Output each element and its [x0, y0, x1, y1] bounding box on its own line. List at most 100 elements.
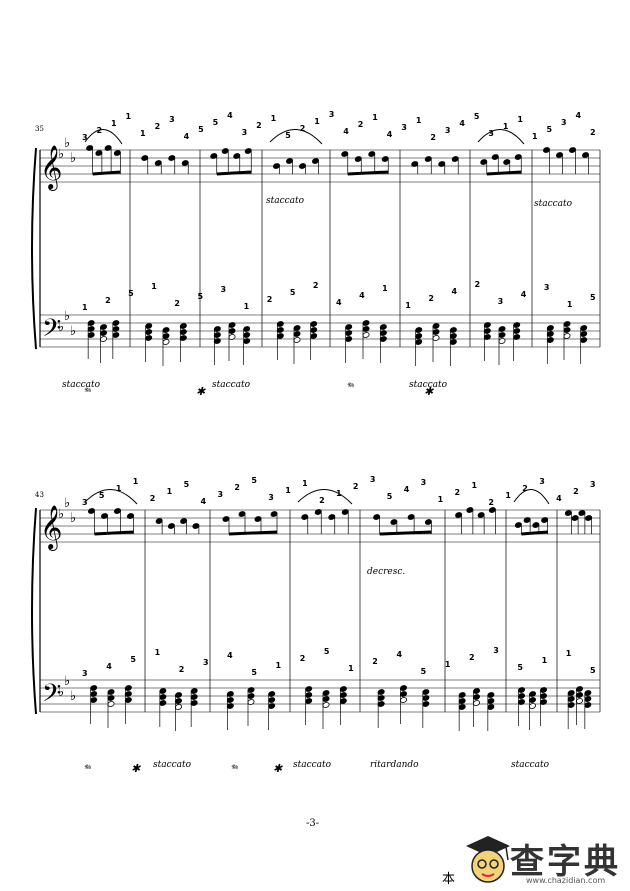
note-head	[555, 152, 564, 158]
note-head	[424, 519, 432, 525]
note-head	[167, 523, 175, 529]
fingering-number: 4	[459, 119, 465, 128]
note-head	[564, 510, 572, 516]
fingering-number: 3	[217, 490, 223, 499]
note-head	[581, 152, 590, 158]
fingering-number: 3	[539, 477, 545, 486]
fingering-number: 3	[203, 658, 209, 667]
fingering-number: 5	[285, 131, 291, 140]
expression-staccato: staccato	[153, 760, 192, 770]
fingering-number: 1	[314, 117, 320, 126]
treble-clef-icon: 𝄞	[40, 505, 62, 551]
pedal-up-icon: ✱	[196, 385, 206, 398]
fingering-number: 1	[133, 477, 139, 486]
note-beam	[216, 170, 252, 176]
fingering-number: 1	[348, 664, 354, 673]
fingering-number: 2	[267, 295, 273, 304]
pedal-up-icon: ✱	[424, 385, 434, 398]
fingering-number: 5	[251, 668, 257, 677]
fingering-number: 2	[179, 665, 185, 674]
note-head	[354, 156, 362, 162]
note-head	[514, 154, 522, 160]
fingering-number: 2	[105, 296, 111, 305]
note-head	[126, 513, 135, 519]
note-head	[381, 156, 389, 162]
fingering-number: 1	[567, 300, 573, 309]
note-head	[272, 163, 281, 169]
note-head	[192, 523, 200, 529]
page-number: -3-	[306, 818, 320, 829]
fingering-number: 1	[542, 656, 548, 665]
fingering-number: 5	[184, 480, 190, 489]
fingering-number: 2	[430, 133, 436, 142]
fingering-number: 3	[329, 110, 335, 119]
fingering-number: 3	[561, 118, 567, 127]
fingering-number: 1	[271, 114, 277, 123]
fingering-number: 5	[99, 491, 105, 500]
note-head	[210, 153, 218, 159]
note-head	[541, 517, 549, 523]
key-signature-flat-icon: ♭	[58, 507, 64, 522]
fingering-number: 2	[469, 653, 475, 662]
fingering-number: 3	[82, 133, 88, 142]
key-signature-flat-icon: ♭	[64, 136, 70, 151]
pedal-down-icon: 𝆮	[83, 762, 92, 775]
note-head	[181, 160, 189, 166]
fingering-number: 5	[324, 647, 330, 656]
note-head	[477, 512, 485, 518]
fingering-number: 1	[517, 115, 523, 124]
fingering-number: 4	[227, 111, 233, 120]
grand-staff-brace	[31, 507, 37, 715]
fingering-number: 1	[372, 113, 378, 122]
fingering-number: 1	[82, 303, 88, 312]
fingering-number: 1	[285, 486, 291, 495]
note-head	[373, 514, 381, 520]
fingering-number: 1	[302, 479, 308, 488]
expression-decresc: decresc.	[367, 567, 406, 577]
note-head	[141, 155, 149, 161]
note-head	[180, 518, 188, 524]
fingering-number: 1	[111, 119, 117, 128]
note-head	[451, 156, 459, 162]
note-head	[221, 148, 229, 154]
fingering-number: 3	[82, 498, 88, 507]
fingering-number: 1	[438, 495, 444, 504]
fingering-number: 3	[590, 480, 596, 489]
note-head	[514, 522, 522, 528]
fingering-number: 2	[475, 280, 481, 289]
note-head	[154, 160, 162, 166]
note-head	[270, 511, 278, 517]
fingering-number: 5	[290, 288, 296, 297]
fingering-number: 2	[522, 484, 528, 493]
note-head	[438, 161, 446, 167]
fingering-number: 4	[106, 662, 112, 671]
note-head	[100, 513, 109, 519]
fingering-number: 1	[503, 122, 509, 131]
fingering-number: 1	[244, 302, 250, 311]
fingering-number: 1	[276, 661, 282, 670]
fingering-number: 5	[251, 476, 257, 485]
fingering-number: 2	[573, 487, 579, 496]
note-head	[86, 145, 94, 151]
fingering-number: 3	[221, 285, 227, 294]
fingering-number: 2	[428, 294, 434, 303]
fingering-number: 4	[227, 651, 233, 660]
fingering-number: 5	[130, 655, 136, 664]
fingering-number: 2	[234, 483, 240, 492]
pedal-down-icon: 𝆮	[230, 762, 239, 775]
note-head	[341, 509, 349, 515]
key-signature-flat-icon: ♭	[64, 496, 70, 511]
note-head	[254, 516, 262, 522]
graduate-mascot-icon	[466, 836, 510, 883]
bass-clef-icon: 𝄢	[42, 679, 61, 714]
note-beam	[486, 170, 522, 176]
fingering-number: 4	[359, 291, 365, 300]
watermark-title: 查字典	[510, 842, 621, 882]
fingering-number: 2	[353, 482, 359, 491]
key-signature-flat-icon: ♭	[58, 147, 64, 162]
note-head	[488, 507, 496, 513]
note-beam	[228, 530, 278, 536]
note-head	[244, 148, 252, 154]
expression-staccato: staccato	[62, 380, 101, 390]
expression-staccato: staccato	[212, 380, 251, 390]
